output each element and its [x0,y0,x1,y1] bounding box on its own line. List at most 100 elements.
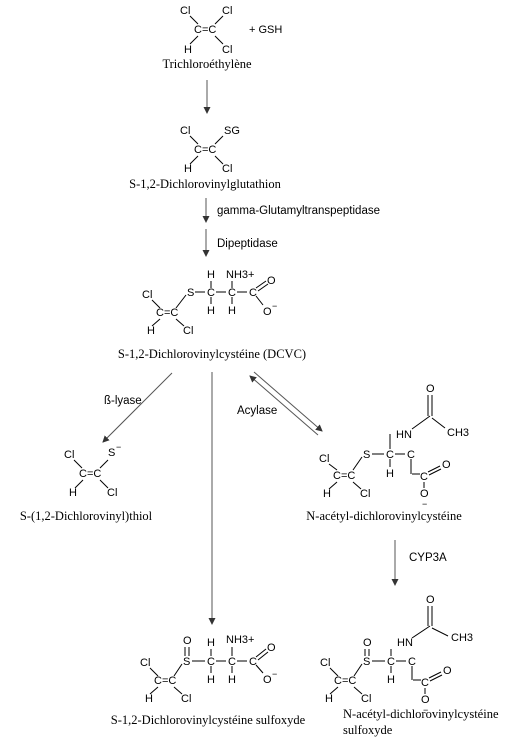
double-bond-cc: C=C [333,470,355,482]
dcvc-structure: H NH3+ O S C C C O − H H Cl C=C H Cl [142,269,277,337]
atom-cl: Cl [64,449,74,461]
atom-s: S [363,656,370,668]
atom-sg: SG [224,125,240,137]
atom-h: H [184,163,192,175]
atom-nh3: NH3+ [226,634,254,646]
atom-s: S [363,449,370,461]
atom-cl: Cl [142,289,152,301]
atom-c: C [407,449,415,461]
atom-cl: Cl [319,453,329,465]
arrow-beta-lyase [102,372,173,443]
atom-h: H [69,487,77,499]
nac-sulfoxide-caption-line1: N-acétyl-dichlorovinylcystéine [343,707,499,721]
atom-cl: Cl [180,5,190,17]
arrow-acylase-forward [253,371,323,432]
atom-h: H [228,674,236,686]
atom-cl: Cl [181,693,191,705]
atom-o: O [442,459,451,471]
atom-hn: HN [396,429,412,441]
atom-c: C [207,656,215,668]
atom-o: O [420,488,429,500]
dcvg-caption: S-1,2-Dichlorovinylglutathion [129,177,281,191]
atom-c: C [420,471,428,483]
enzyme-beta-lyase-label: ß-lyase [104,395,142,407]
atom-h: H [207,269,215,281]
charge-minus: − [423,705,428,715]
atom-c: C [408,656,416,668]
atom-c: C [249,287,257,299]
charge-minus: − [422,499,427,509]
atom-cl: Cl [222,163,232,175]
enzyme-acylase-label: Acylase [237,405,277,417]
atom-cl: Cl [360,488,370,500]
atom-o: O [363,637,372,649]
charge-minus: − [116,442,121,452]
dcvg-structure: Cl SG C=C H Cl [180,125,240,175]
enzyme-dipeptidase-label: Dipeptidase [217,238,278,250]
atom-cl: Cl [222,5,232,17]
atom-h: H [147,325,155,337]
atom-h: H [323,488,331,500]
atom-c: C [421,677,429,689]
trichloroethylene-caption: Trichloroéthylène [162,57,252,71]
atom-o: O [263,306,272,318]
double-bond-cc: C=C [194,144,216,156]
atom-o: O [183,635,192,647]
double-bond-cc: C=C [79,468,101,480]
dcvc-sulfoxide-structure: O H NH3+ O S C C C O − H H Cl C=C H Cl [140,634,277,705]
atom-h: H [325,693,333,705]
atom-o: O [426,383,435,395]
atom-h: H [207,305,215,317]
nac-structure: O CH3 HN C S C H C O O − Cl C=C H Cl [319,383,469,509]
atom-c: C [386,449,394,461]
atom-cl: Cl [320,657,330,669]
arrow-acylase-reverse [249,375,319,436]
atom-c: C [387,656,395,668]
nac-caption: N-acétyl-dichlorovinylcystéine [306,509,462,523]
atom-cl: Cl [107,487,117,499]
nac-sulfoxide-caption-line2: sulfoxyde [343,723,393,737]
atom-c: C [228,287,236,299]
atom-c: C [207,287,215,299]
atom-o: O [263,674,272,686]
enzyme-cyp3a-label: CYP3A [409,552,447,564]
atom-cl: Cl [361,693,371,705]
atom-c: C [249,656,257,668]
atom-hn: HN [397,637,413,649]
atom-h: H [386,468,394,480]
atom-h: H [207,674,215,686]
atom-cl: Cl [222,44,232,56]
atom-h: H [184,44,192,56]
atom-h: H [387,674,395,686]
dcvc-caption: S-1,2-Dichlorovinylcystéine (DCVC) [118,347,306,361]
trichloroethylene-structure: Cl Cl C=C H Cl + GSH [180,5,282,56]
atom-o: O [443,665,452,677]
atom-cl: Cl [140,657,150,669]
thiol-structure: Cl S − C=C H Cl [64,442,121,499]
atom-ch3: CH3 [447,427,469,439]
thiol-caption: S-(1,2-Dichlorovinyl)thiol [20,509,153,523]
charge-minus: − [272,301,277,311]
atom-cl: Cl [183,325,193,337]
atom-s: S [183,656,190,668]
dcvc-sulfoxide-caption: S-1,2-Dichlorovinylcystéine sulfoxyde [111,713,306,727]
double-bond-cc: C=C [334,675,356,687]
atom-o: O [426,594,435,606]
atom-h: H [228,305,236,317]
atom-c: C [228,656,236,668]
charge-minus: − [272,669,277,679]
enzyme-ggt-label: gamma-Glutamyltranspeptidase [217,205,380,217]
double-bond-cc: C=C [154,675,176,687]
atom-s: S [187,287,194,299]
atom-s: S [108,447,115,459]
atom-nh3: NH3+ [226,269,254,281]
atom-o: O [267,275,276,287]
plus-gsh-label: + GSH [249,24,282,36]
double-bond-cc: C=C [156,307,178,319]
atom-cl: Cl [180,125,190,137]
atom-o: O [421,694,430,706]
atom-o: O [267,642,276,654]
atom-h: H [145,693,153,705]
atom-ch3: CH3 [451,632,473,644]
